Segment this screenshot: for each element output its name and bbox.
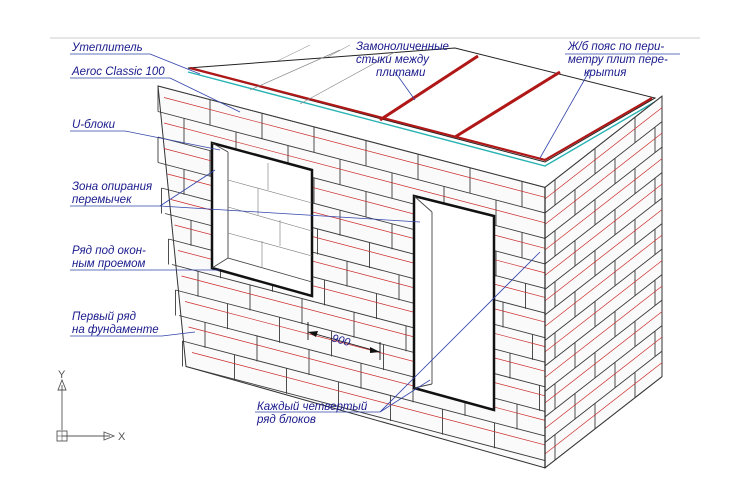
mortar-line xyxy=(544,260,663,353)
axis-x-label: X xyxy=(118,431,126,443)
course-line xyxy=(182,340,546,437)
mortar-line xyxy=(544,183,663,276)
label-every-fourth-2: ряд блоков xyxy=(256,414,316,426)
label-first-row-2: на фундаменте xyxy=(72,324,159,336)
course-line xyxy=(544,350,663,443)
mortar-line xyxy=(163,122,546,224)
window-opening xyxy=(210,141,314,298)
mortar-line xyxy=(544,132,663,225)
mortar-line xyxy=(544,336,663,429)
label-joints-1: Замоноличенные xyxy=(356,41,449,53)
course-line xyxy=(544,299,663,392)
axis-indicator: Y X xyxy=(56,369,126,443)
course-line xyxy=(544,248,663,341)
label-aeroc: Aeroc Classic 100 xyxy=(71,66,165,78)
mortar-line xyxy=(163,97,546,198)
course-line xyxy=(544,121,663,214)
dimension-label: 900 xyxy=(331,333,353,350)
label-window-row-1: Ряд под окон- xyxy=(72,245,146,257)
slab-joint xyxy=(454,70,561,139)
concrete-belt xyxy=(189,66,653,162)
course-line xyxy=(544,274,663,367)
callouts: Утеплитель Aeroc Classic 100 Замоноличен… xyxy=(71,41,668,426)
mortar-line xyxy=(544,234,663,327)
course-line xyxy=(544,146,663,239)
label-ublocks: U-блоки xyxy=(72,119,116,131)
door-opening xyxy=(412,194,496,412)
label-belt-3: крытия xyxy=(584,67,626,79)
mortar-line xyxy=(544,285,663,378)
course-line xyxy=(157,85,546,188)
label-joints-3: плитами xyxy=(376,67,426,79)
label-lintel-2: перемычек xyxy=(72,194,132,206)
label-insulation: Утеплитель xyxy=(71,42,143,54)
label-lintel-1: Зона опирания xyxy=(72,181,152,193)
course-line xyxy=(544,172,663,265)
mortar-line xyxy=(544,209,663,302)
dimension-900: 900 xyxy=(307,322,381,360)
label-joints-2: стыки между xyxy=(356,54,430,66)
side-wall xyxy=(544,95,663,469)
slab-joint xyxy=(379,54,479,122)
mortar-line xyxy=(544,158,663,251)
mortar-line xyxy=(191,352,546,446)
leader-lines xyxy=(70,53,680,413)
course-line xyxy=(544,325,663,418)
course-line xyxy=(544,376,663,469)
axis-y-label: Y xyxy=(58,369,66,381)
roof-slab xyxy=(187,47,659,167)
label-belt-1: Ж/б пояс по пери- xyxy=(567,41,664,53)
course-line xyxy=(544,197,663,290)
course-line xyxy=(544,223,663,316)
course-line xyxy=(157,111,546,214)
label-every-fourth-1: Каждый четвертый xyxy=(257,401,368,413)
course-line xyxy=(544,95,663,188)
mortar-line xyxy=(544,107,663,200)
course-line xyxy=(185,366,546,461)
label-window-row-2: ным проемом xyxy=(72,258,146,270)
insulation-edge xyxy=(187,71,659,167)
mortar-line xyxy=(544,362,663,455)
label-belt-2: метру плит пере- xyxy=(568,54,668,66)
label-first-row-1: Первый ряд xyxy=(72,311,136,323)
mortar-line xyxy=(544,311,663,404)
